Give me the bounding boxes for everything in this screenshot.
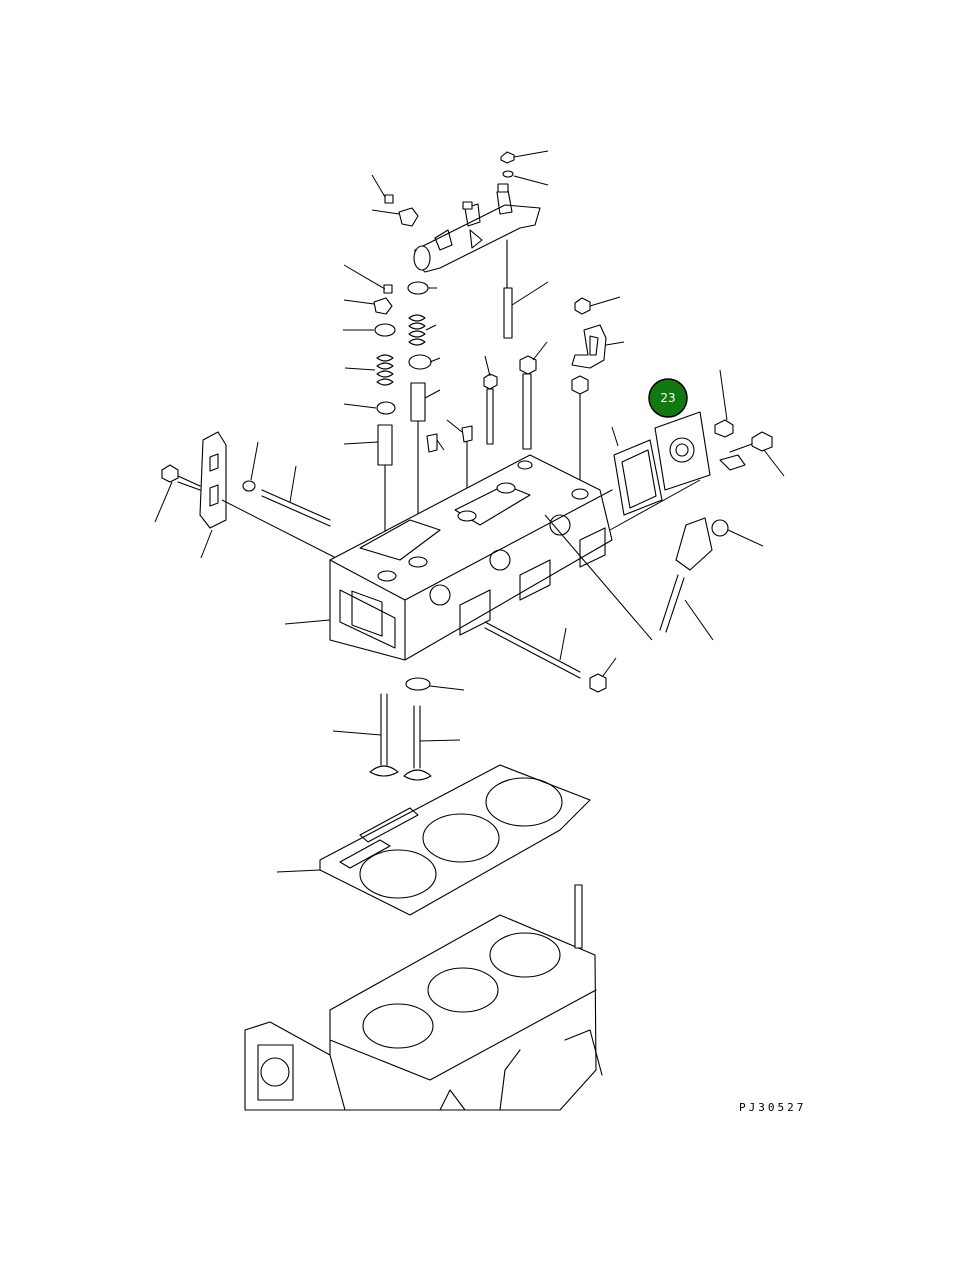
rocker-arm-assembly <box>413 183 541 273</box>
thermostat-cover <box>609 369 785 531</box>
top-nut <box>500 150 549 186</box>
valve-parts-left <box>343 174 419 571</box>
head-gasket <box>276 764 591 916</box>
callout-23-label: 23 <box>660 391 675 405</box>
cylinder-head <box>284 454 613 661</box>
valves <box>332 677 465 781</box>
temperature-sensor <box>544 514 764 641</box>
lower-bolt <box>484 621 617 693</box>
lifting-hook-upper <box>571 324 625 369</box>
head-bolts <box>483 296 621 489</box>
cylinder-block <box>244 884 603 1111</box>
push-rod-upper <box>503 239 549 339</box>
drawing-code: PJ30527 <box>739 1101 807 1114</box>
part-callout-23[interactable]: 23 <box>648 378 688 418</box>
lifting-plate-left <box>154 431 341 561</box>
valve-parts-right <box>407 281 473 561</box>
